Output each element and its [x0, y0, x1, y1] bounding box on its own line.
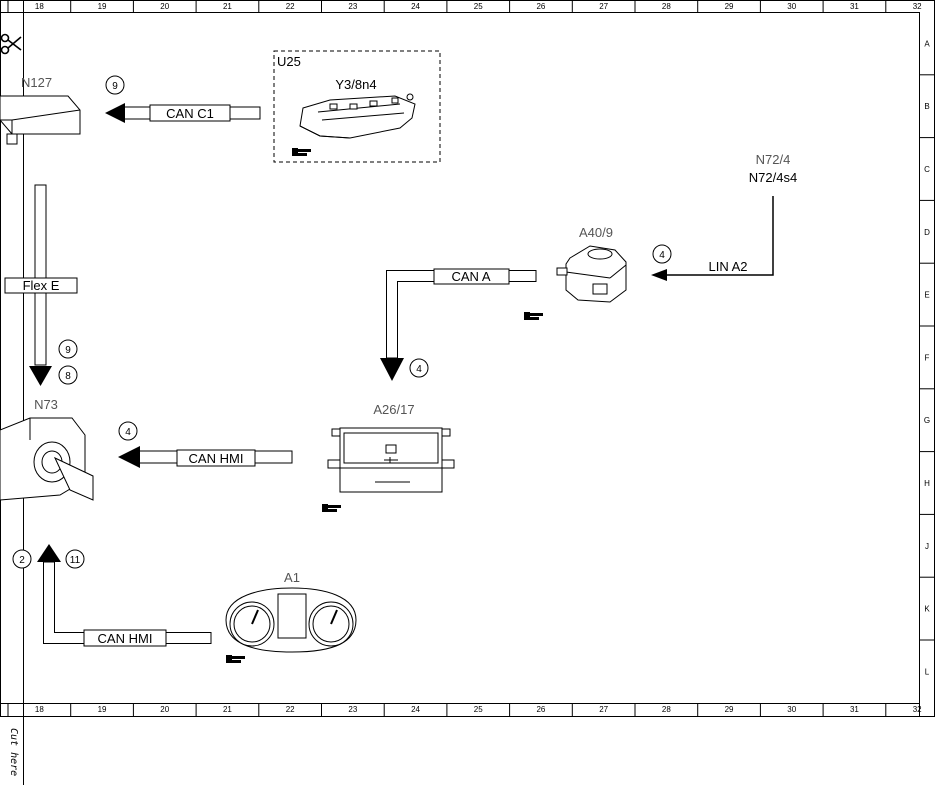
row-letter: K: [924, 605, 930, 614]
column-number: 18: [35, 705, 44, 714]
y3-8n4-label: Y3/8n4: [335, 77, 376, 92]
column-number: 19: [98, 705, 107, 714]
svg-text:8: 8: [65, 371, 71, 382]
ref-8-flex-e: 8: [58, 365, 78, 385]
svg-text:11: 11: [70, 555, 81, 566]
n73-ignition-switch: [0, 417, 94, 501]
can-hmi-bottom-line: CAN HMI: [37, 544, 212, 647]
n72-4s4-label: N72/4s4: [749, 170, 797, 185]
can-hmi-bottom-label: CAN HMI: [98, 631, 153, 646]
column-number: 32: [913, 2, 922, 11]
pointing-hand-icon: [524, 312, 543, 320]
column-number: 24: [411, 705, 420, 714]
lin-a2-line: LIN A2: [651, 196, 774, 281]
row-letter: E: [924, 291, 929, 300]
a1-label: A1: [284, 570, 300, 585]
column-number: 27: [599, 2, 608, 11]
column-number: 19: [98, 2, 107, 11]
column-number: 21: [223, 2, 232, 11]
column-number: 20: [160, 705, 169, 714]
row-letter: G: [924, 416, 930, 425]
svg-text:4: 4: [659, 250, 665, 261]
svg-text:4: 4: [125, 427, 131, 438]
ref-9-can-c1: 9: [105, 75, 125, 95]
can-c1-line: CAN C1: [105, 103, 261, 123]
flex-e-label: Flex E: [23, 278, 60, 293]
column-number: 29: [725, 705, 734, 714]
column-number: 29: [725, 2, 734, 11]
can-c1-label: CAN C1: [166, 106, 214, 121]
column-number: 20: [160, 2, 169, 11]
column-number: 26: [536, 2, 545, 11]
u25-label: U25: [277, 54, 301, 69]
column-number: 28: [662, 705, 671, 714]
ref-9-flex-e: 9: [58, 339, 78, 359]
column-number: 27: [599, 705, 608, 714]
ref-4-hmi-top: 4: [118, 421, 138, 441]
column-number: 30: [787, 2, 796, 11]
svg-text:2: 2: [19, 555, 25, 566]
a26-17-label: A26/17: [373, 402, 414, 417]
row-letter: A: [924, 39, 930, 48]
row-letter: B: [924, 102, 929, 111]
column-number: 25: [474, 705, 483, 714]
a1-instrument-cluster: [225, 587, 357, 653]
row-letter: J: [925, 542, 929, 551]
row-letter: D: [924, 228, 930, 237]
ref-2-hmi: 2: [12, 549, 32, 569]
ref-4-lin: 4: [652, 244, 672, 264]
valve-body-unit: [299, 93, 416, 139]
svg-text:9: 9: [112, 81, 118, 92]
n127-module: [0, 95, 81, 145]
column-number: 22: [286, 705, 295, 714]
row-letter: C: [924, 165, 930, 174]
column-number: 22: [286, 2, 295, 11]
row-letter: L: [925, 667, 930, 676]
column-number: 21: [223, 705, 232, 714]
flex-e-line: Flex E: [4, 184, 78, 386]
column-number: 25: [474, 2, 483, 11]
cut-here-text: Cut here: [8, 728, 19, 776]
column-number: 28: [662, 2, 671, 11]
n73-label: N73: [34, 397, 58, 412]
a40-9-unit: [556, 245, 627, 303]
n72-4-label: N72/4: [756, 152, 791, 167]
ref-11-hmi: 11: [65, 549, 85, 569]
column-number: 31: [850, 705, 859, 714]
pointing-hand-icon: [292, 148, 311, 156]
column-number: 23: [348, 2, 357, 11]
can-a-label: CAN A: [451, 269, 490, 284]
can-hmi-top-label: CAN HMI: [189, 451, 244, 466]
lin-a2-label: LIN A2: [708, 259, 747, 274]
column-number: 26: [536, 705, 545, 714]
n127-label: N127: [21, 75, 52, 90]
can-a-line: CAN A: [380, 268, 537, 381]
column-number: 23: [348, 705, 357, 714]
column-number: 24: [411, 2, 420, 11]
pointing-hand-icon: [226, 655, 245, 663]
ref-4-can-a: 4: [409, 358, 429, 378]
row-letter: H: [924, 479, 930, 488]
column-number: 18: [35, 2, 44, 11]
column-number: 32: [913, 705, 922, 714]
pointing-hand-icon: [322, 504, 341, 512]
a40-9-label: A40/9: [579, 225, 613, 240]
svg-text:4: 4: [416, 364, 422, 375]
bottom-column-ruler: 18 19 20 21 22 23 24 25 26 27 28 29 30 31 32: [7, 703, 922, 716]
can-hmi-top-line: CAN HMI: [118, 446, 293, 468]
column-number: 31: [850, 2, 859, 11]
scissors-icon: [0, 33, 22, 55]
svg-text:9: 9: [65, 345, 71, 356]
a26-17-unit: [327, 427, 455, 493]
column-number: 30: [787, 705, 796, 714]
top-column-ruler: 18 19 20 21 22 23 24 25 26 27 28 29 30 31 32: [7, 0, 922, 12]
row-letter: F: [925, 353, 930, 362]
row-ruler: A B C D E F G H J K L: [919, 39, 935, 676]
u25-boundary: [273, 50, 441, 163]
